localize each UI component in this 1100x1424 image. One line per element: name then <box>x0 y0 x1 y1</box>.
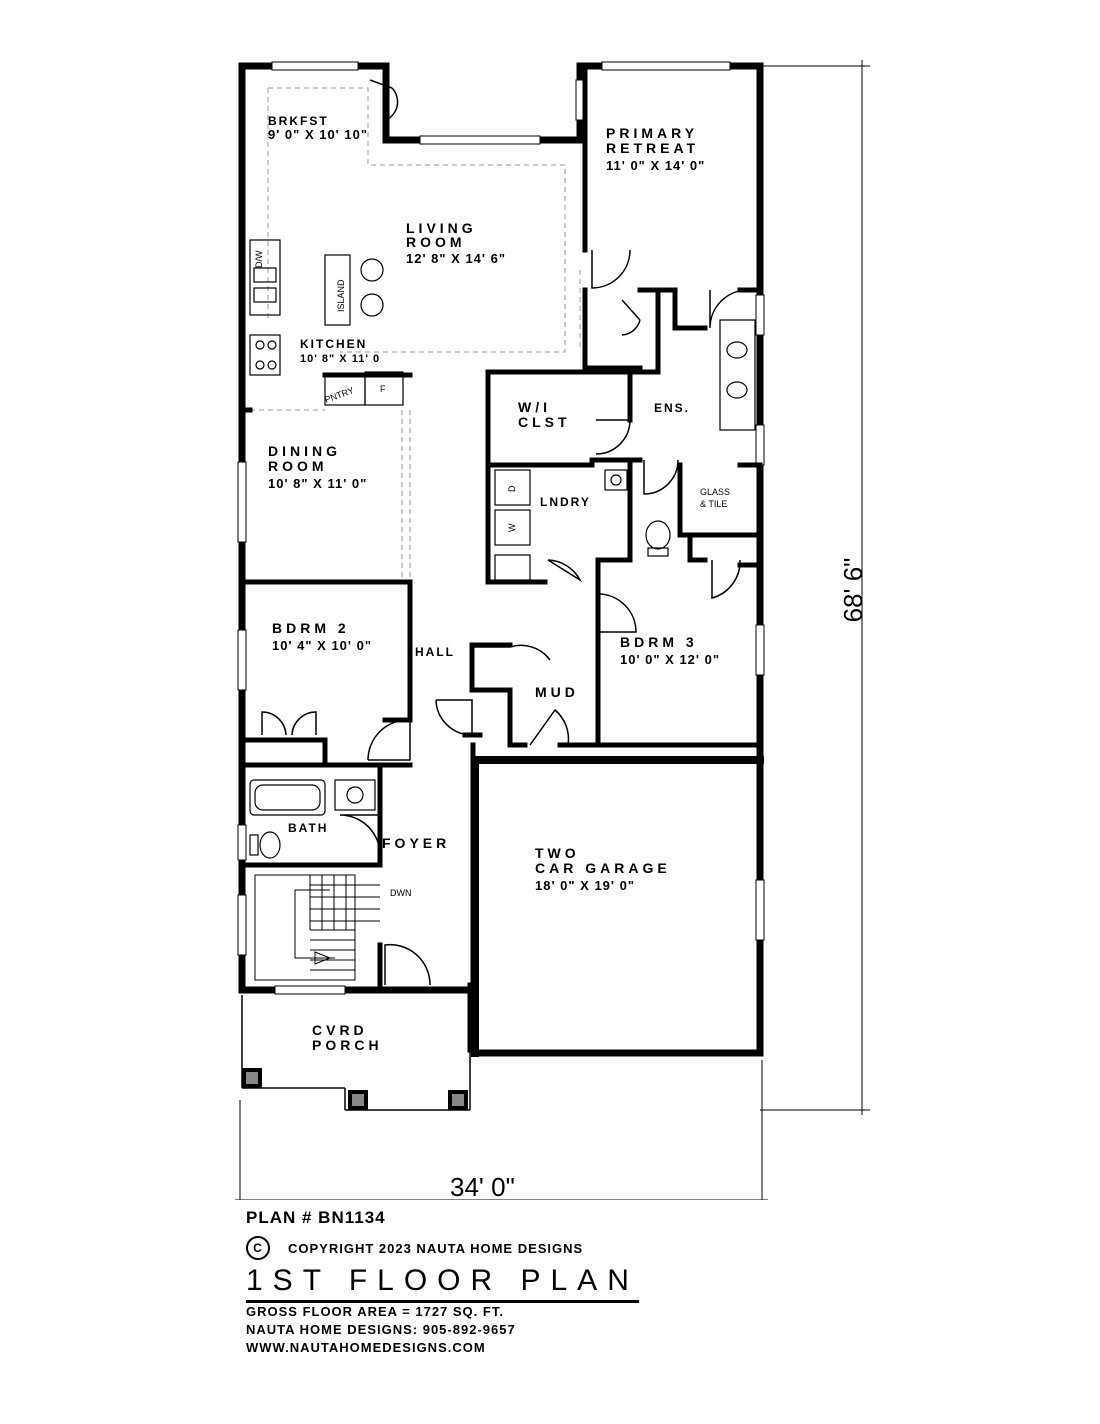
bath-fixtures <box>249 319 756 859</box>
bdrm2-label: BDRM 2 <box>272 620 350 636</box>
mud-label: MUD <box>535 684 579 700</box>
stairs-label: DWN <box>390 888 412 898</box>
bath-label: BATH <box>288 821 328 835</box>
overall-width: 34' 0" <box>450 1172 515 1200</box>
dining-label-2: ROOM <box>268 458 328 474</box>
glass-tile-label-2: & TILE <box>700 499 727 509</box>
kitchen-label: KITCHEN <box>300 337 367 351</box>
brkfst-label: BRKFST <box>268 114 329 128</box>
title-block: PLAN # BN1134 C COPYRIGHT 2023 NAUTA HOM… <box>246 1208 766 1357</box>
washer-label: W <box>507 523 517 532</box>
stairs <box>254 874 380 981</box>
fridge-label: F <box>380 384 386 394</box>
garage-label-1: TWO <box>535 845 580 861</box>
foyer-label: FOYER <box>382 835 450 851</box>
copyright-line: C COPYRIGHT 2023 NAUTA HOME DESIGNS <box>246 1236 766 1260</box>
bdrm3-size: 10' 0" X 12' 0" <box>620 652 720 667</box>
interior-walls <box>239 67 763 1053</box>
plan-number: PLAN # BN1134 <box>246 1208 386 1227</box>
overall-depth: 68' 6" <box>838 558 868 623</box>
floor-plan-title: 1ST FLOOR PLAN <box>246 1264 639 1303</box>
wi-clst-label-2: CLST <box>518 414 571 430</box>
garage-door <box>490 1049 740 1057</box>
pantry-label: PNTRY <box>323 385 355 405</box>
living-label-1: LIVING <box>406 220 477 236</box>
copyright-icon: C <box>246 1236 270 1260</box>
primary-label-1: PRIMARY <box>606 125 698 141</box>
dining-size: 10' 8" X 11' 0" <box>268 476 367 491</box>
laundry-fixtures <box>494 469 531 581</box>
wi-clst-label-1: W/I <box>518 399 551 415</box>
garage-size: 18' 0" X 19' 0" <box>535 878 635 893</box>
porch-label-1: CVRD <box>312 1022 368 1038</box>
company-phone: NAUTA HOME DESIGNS: 905-892-9657 <box>246 1322 516 1337</box>
dashed-area-guides <box>250 87 581 580</box>
garage-label-2: CAR GARAGE <box>535 860 671 876</box>
windows <box>237 61 765 995</box>
kitchen-size: 10' 8" X 11' 0 <box>300 353 380 365</box>
island-label: ISLAND <box>336 279 346 312</box>
dryer-label: D <box>507 485 517 492</box>
living-size: 12' 8" X 14' 6" <box>406 251 506 266</box>
primary-size: 11' 0" X 14' 0" <box>606 158 705 173</box>
brkfst-size: 9' 0" X 10' 10" <box>268 127 368 142</box>
dw-label: D/W <box>254 250 264 268</box>
porch-columns <box>242 1068 468 1110</box>
exterior-walls <box>238 62 764 1057</box>
doors <box>261 79 749 986</box>
room-labels: BRKFST 9' 0" X 10' 10" LIVING ROOM 12' 8… <box>268 114 730 1053</box>
gross-floor-area: GROSS FLOOR AREA = 1727 SQ. FT. <box>246 1304 504 1319</box>
hall-label: HALL <box>415 645 455 659</box>
porch-label-2: PORCH <box>312 1037 383 1053</box>
company-website: WWW.NAUTAHOMEDESIGNS.COM <box>246 1340 486 1355</box>
ens-label: ENS. <box>654 401 690 415</box>
primary-label-2: RETREAT <box>606 140 699 156</box>
lndry-label: LNDRY <box>540 495 591 509</box>
kitchen-fixtures <box>249 239 404 406</box>
bdrm3-label: BDRM 3 <box>620 634 698 650</box>
glass-tile-label-1: GLASS <box>700 487 730 497</box>
living-label-2: ROOM <box>406 234 466 250</box>
bdrm2-size: 10' 4" X 10' 0" <box>272 638 372 653</box>
floor-plan: BRKFST 9' 0" X 10' 10" LIVING ROOM 12' 8… <box>235 60 870 1200</box>
copyright-text: COPYRIGHT 2023 NAUTA HOME DESIGNS <box>288 1240 584 1256</box>
garage-walls <box>471 756 764 1057</box>
dining-label-1: DINING <box>268 443 341 459</box>
dimension-lines <box>235 60 870 1200</box>
